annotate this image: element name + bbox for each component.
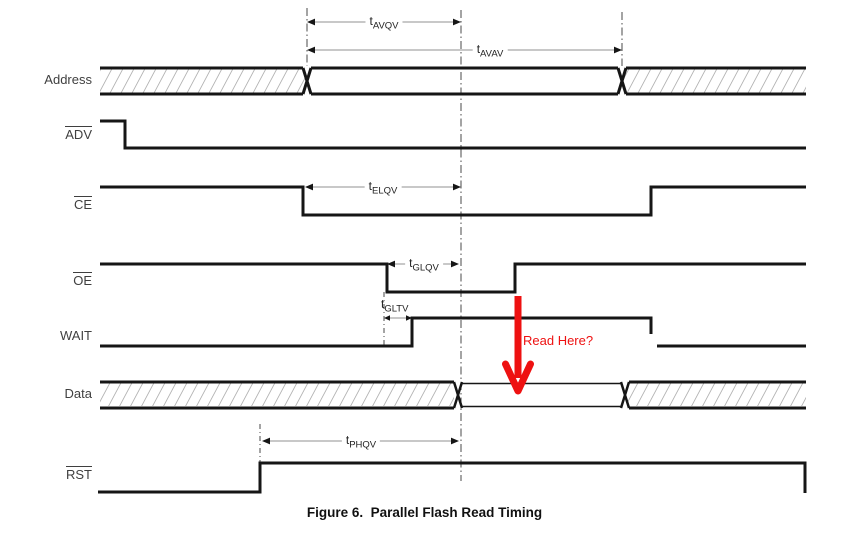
address-transition-left xyxy=(301,67,313,95)
signal-label-text: OE xyxy=(73,272,92,288)
timing-label-tglqv: tGLQV xyxy=(405,256,443,276)
figure-caption: Figure 6. Parallel Flash Read Timing xyxy=(306,505,543,520)
ce-waveform xyxy=(100,185,806,217)
signal-label-adv: ADV xyxy=(0,126,92,142)
timing-subscript: ELQV xyxy=(371,185,398,197)
timing-subscript: AVQV xyxy=(372,20,399,32)
signal-label-wait: WAIT xyxy=(0,328,92,343)
timing-label-tavav: tAVAV xyxy=(472,42,508,62)
dim-arrow-tavav xyxy=(307,46,622,54)
read-here-arrow-icon xyxy=(502,296,534,395)
timing-subscript: AVAV xyxy=(480,48,504,60)
data-invalid-left xyxy=(100,383,454,406)
signal-label-text: WAIT xyxy=(59,328,92,343)
timing-subscript: PHQV xyxy=(349,439,377,451)
data-transition-right xyxy=(619,381,631,409)
address-invalid-right xyxy=(624,69,806,93)
adv-waveform xyxy=(100,119,806,150)
timing-prefix: t xyxy=(369,14,373,28)
address-invalid-left xyxy=(100,69,305,93)
signal-label-ce: CE xyxy=(0,196,92,212)
address-transition-right xyxy=(616,67,628,95)
reference-lines xyxy=(259,8,623,481)
signal-label-text: Address xyxy=(44,72,92,87)
data-invalid-right xyxy=(627,383,806,406)
signal-label-text: Data xyxy=(64,386,92,401)
timing-label-tphqv: tPHQV xyxy=(341,433,381,453)
timing-label-tgltv: tGLTV xyxy=(381,297,408,316)
timing-prefix: t xyxy=(381,297,385,311)
timing-prefix: t xyxy=(345,433,350,447)
signal-label-text: RST xyxy=(66,466,92,482)
address-waveform xyxy=(100,66,806,96)
timing-prefix: t xyxy=(368,179,372,193)
data-transition-left xyxy=(452,381,464,409)
timing-subscript: GLQV xyxy=(412,262,439,274)
signal-label-oe: OE xyxy=(0,272,92,288)
dim-arrow-tgltv xyxy=(384,315,412,321)
data-waveform xyxy=(100,380,806,410)
oe-waveform xyxy=(100,262,806,294)
data-valid-region xyxy=(462,382,621,408)
timing-prefix: t xyxy=(409,256,413,270)
signal-label-rst: RST xyxy=(0,466,92,482)
rst-waveform xyxy=(98,461,807,494)
address-valid-region xyxy=(311,66,618,96)
signal-label-text: ADV xyxy=(65,126,92,142)
signal-label-text: CE xyxy=(73,196,92,212)
read-here-annotation: Read Here? xyxy=(523,333,594,348)
wait-waveform xyxy=(100,316,806,348)
signal-label-data: Data xyxy=(0,386,92,401)
timing-label-telqv: tELQV xyxy=(364,179,402,199)
timing-subscript: GLTV xyxy=(384,303,409,315)
timing-prefix: t xyxy=(476,42,481,56)
signal-label-address: Address xyxy=(0,72,92,87)
timing-label-tavqv: tAVQV xyxy=(365,14,403,34)
